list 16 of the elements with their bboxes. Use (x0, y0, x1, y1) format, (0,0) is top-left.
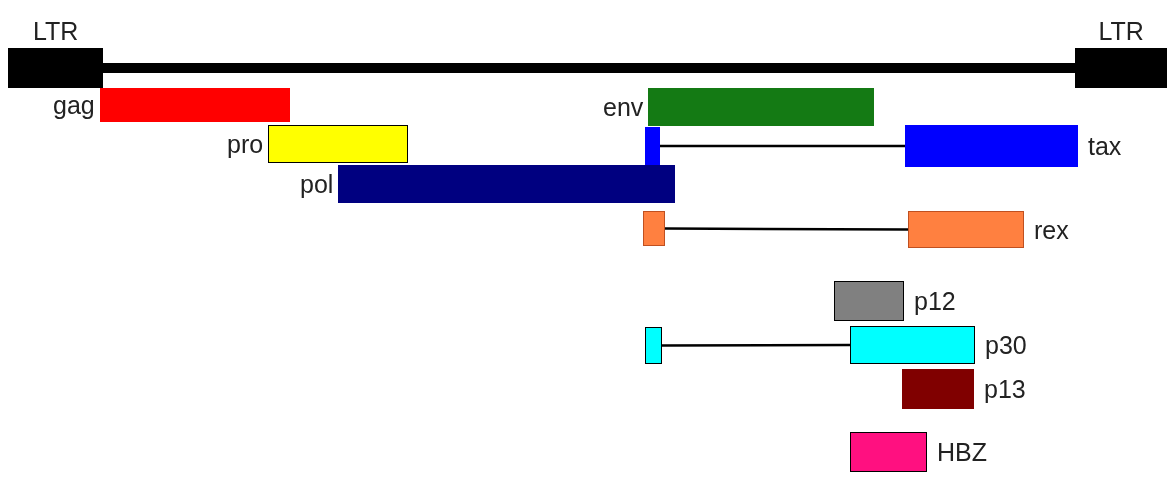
gene-label: env (603, 92, 644, 122)
gene-label: tax (1088, 131, 1122, 161)
splice-line (660, 144, 905, 148)
splice-line (665, 227, 908, 231)
gene-label: p12 (914, 286, 956, 316)
gene-label: pol (300, 169, 334, 199)
gene-label: p13 (984, 374, 1026, 404)
splice-line (662, 343, 850, 347)
gene-label: LTR (1098, 16, 1144, 46)
gene-label: gag (53, 90, 95, 120)
genome-line (103, 63, 1075, 73)
gene-label: rex (1034, 214, 1069, 245)
gene-label: pro (227, 129, 264, 159)
gene-label: HBZ (937, 437, 987, 467)
gene-label: p30 (985, 330, 1027, 360)
gene-label: LTR (33, 16, 79, 46)
